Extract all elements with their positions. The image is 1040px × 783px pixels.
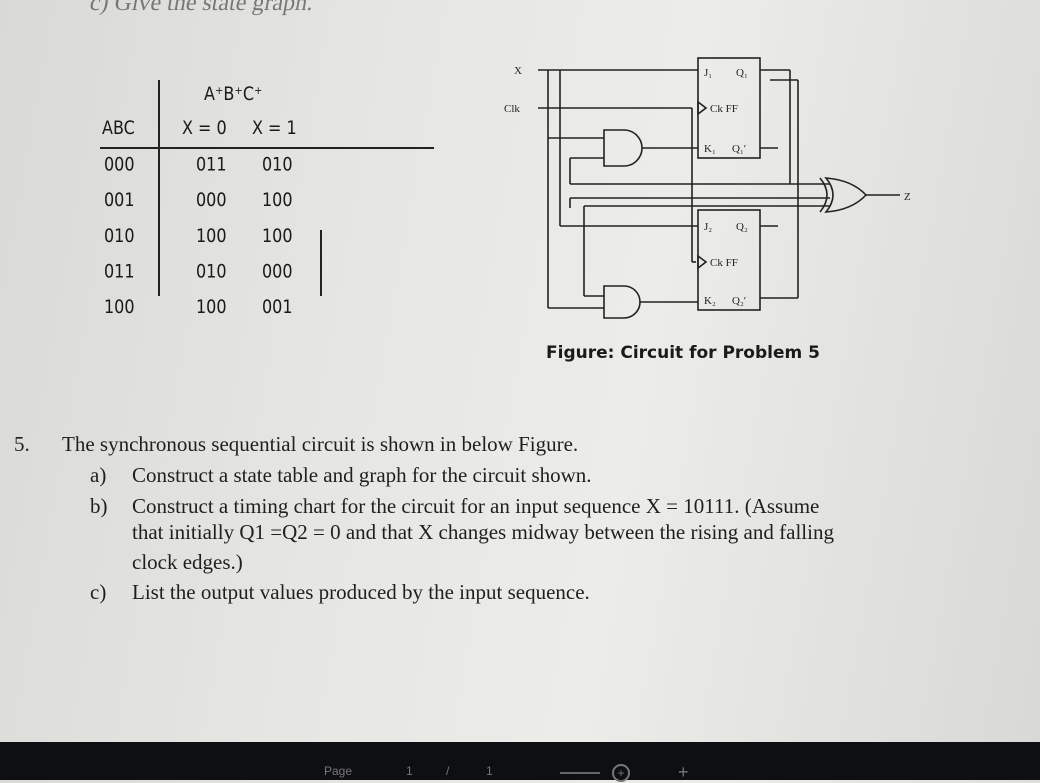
output-label: Z — [904, 191, 911, 203]
table-cell: 010 — [196, 260, 227, 283]
ff2-j-label: J₂ — [704, 221, 712, 233]
table-cell: 001 — [262, 295, 293, 318]
item-label: c) — [90, 580, 107, 604]
item-text: Construct a timing chart for the circuit… — [132, 494, 820, 518]
clock-label: Clk — [504, 103, 520, 115]
state-table: A⁺B⁺C⁺ ABC X = 0 X = 1 000 001 010 011 1… — [100, 80, 440, 318]
item-text-continued: clock edges.) — [132, 550, 243, 574]
problem-number: 5. — [14, 432, 30, 456]
ff1-qn-label: Q₁′ — [732, 143, 746, 155]
ff1-j-label: J₁ — [704, 67, 712, 79]
page-total: 1 — [486, 764, 493, 778]
ff2-qn-label: Q₂′ — [732, 295, 746, 307]
x1-header: X = 1 — [252, 116, 297, 139]
item-text-continued: that initially Q1 =Q2 = 0 and that X cha… — [132, 520, 834, 544]
circuit-diagram: X Clk Z J₁ Q₁ Ck FF K₁ Q₁′ J₂ Q₂ Ck FF K… — [504, 57, 911, 319]
page-number: 1 — [406, 764, 413, 778]
input-x-label: X — [514, 65, 522, 77]
table-cell: 100 — [104, 295, 135, 318]
item-label: a) — [90, 463, 107, 487]
status-bar: Page 1 / 1 + + — [0, 742, 1040, 782]
table-cell: 100 — [262, 188, 293, 211]
table-cell: 000 — [262, 260, 293, 283]
next-state-header: A⁺B⁺C⁺ — [204, 82, 263, 105]
row-header: ABC — [102, 116, 135, 139]
x0-header: X = 0 — [182, 116, 227, 139]
x1-column: 010 100 100 000 001 — [262, 146, 293, 324]
ff1-ck-label: Ck FF — [710, 103, 738, 115]
item-label: b) — [90, 494, 108, 518]
x0-column: 011 000 100 010 100 — [196, 146, 227, 324]
table-cell: 100 — [196, 295, 227, 318]
vertical-divider — [158, 80, 160, 296]
table-cell: 011 — [104, 260, 135, 283]
page-separator: / — [446, 764, 450, 778]
horizontal-divider — [100, 147, 434, 149]
problem-intro: The synchronous sequential circuit is sh… — [62, 432, 579, 456]
ff2-k-label: K₂ — [704, 295, 716, 307]
abc-column: 000 001 010 011 100 — [104, 146, 135, 324]
table-cell: 100 — [262, 224, 293, 247]
table-cell: 011 — [196, 153, 227, 176]
zoom-slider[interactable] — [560, 772, 600, 774]
ff1-k-label: K₁ — [704, 143, 716, 155]
table-cell: 000 — [104, 153, 135, 176]
ff2-q-label: Q₂ — [736, 221, 748, 233]
table-cell: 010 — [262, 153, 293, 176]
ff2-ck-label: Ck FF — [710, 257, 738, 269]
item-text: List the output values produced by the i… — [132, 580, 590, 604]
right-divider — [320, 230, 322, 296]
table-cell: 000 — [196, 188, 227, 211]
item-text: Construct a state table and graph for th… — [132, 463, 592, 487]
table-cell: 100 — [196, 224, 227, 247]
header-fragment: c) Give the state graph. — [87, 0, 316, 16]
table-cell: 010 — [104, 224, 135, 247]
ff1-q-label: Q₁ — [736, 67, 748, 79]
add-icon[interactable]: + — [678, 762, 689, 782]
zoom-in-icon[interactable]: + — [612, 764, 630, 782]
table-cell: 001 — [104, 188, 135, 211]
page-label: Page — [324, 764, 353, 778]
figure-caption: Figure: Circuit for Problem 5 — [546, 343, 820, 363]
